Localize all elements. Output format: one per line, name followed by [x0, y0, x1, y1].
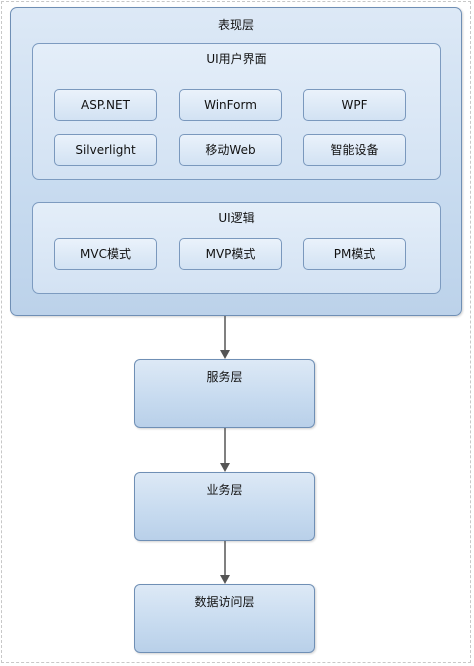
pattern-mvp: MVP模式	[179, 238, 282, 270]
ui-logic-group: UI逻辑 MVC模式 MVP模式 PM模式	[32, 202, 441, 294]
ui-interface-group: UI用户界面 ASP.NET WinForm WPF Silverlight 移…	[32, 43, 441, 180]
tech-smart-device: 智能设备	[303, 134, 406, 166]
tech-mobile-web: 移动Web	[179, 134, 282, 166]
business-layer: 业务层	[134, 472, 315, 541]
data-access-layer-title: 数据访问层	[194, 595, 255, 609]
tech-silverlight: Silverlight	[54, 134, 157, 166]
business-layer-title: 业务层	[206, 483, 243, 497]
tech-wpf: WPF	[303, 89, 406, 121]
service-layer: 服务层	[134, 359, 315, 428]
data-access-layer: 数据访问层	[134, 584, 315, 653]
tech-winform: WinForm	[179, 89, 282, 121]
pattern-pm: PM模式	[303, 238, 406, 270]
presentation-layer: 表现层 UI用户界面 ASP.NET WinForm WPF Silverlig…	[10, 7, 462, 316]
ui-logic-title: UI逻辑	[218, 211, 255, 225]
tech-aspnet: ASP.NET	[54, 89, 157, 121]
presentation-layer-title: 表现层	[217, 18, 254, 32]
service-layer-title: 服务层	[206, 370, 243, 384]
pattern-mvc: MVC模式	[54, 238, 157, 270]
ui-interface-title: UI用户界面	[206, 52, 267, 66]
